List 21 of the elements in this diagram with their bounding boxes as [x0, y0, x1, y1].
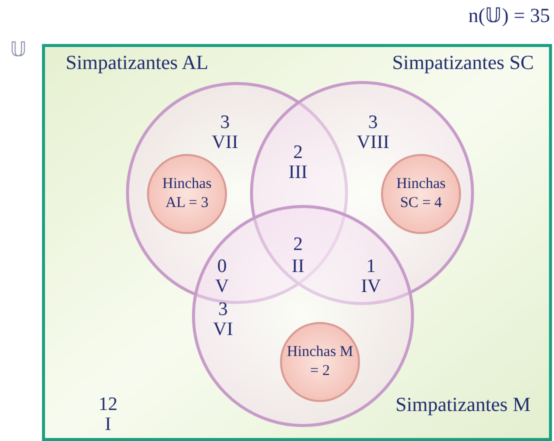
- region-label: 2: [293, 235, 303, 255]
- region-label: 3: [220, 113, 230, 133]
- region-label: 0: [217, 257, 227, 277]
- cardinality-label: n(𝕌) = 35: [468, 6, 550, 26]
- region-label: VIII: [356, 133, 390, 153]
- region-label: 3: [368, 113, 378, 133]
- set-label: Simpatizantes SC: [391, 51, 535, 76]
- region-label: VII: [212, 133, 238, 153]
- region-label: 1: [366, 257, 376, 277]
- region-label: IV: [360, 277, 382, 297]
- set-label: Simpatizantes AL: [64, 51, 210, 76]
- region-label: III: [288, 163, 308, 183]
- region-label: 12: [98, 395, 118, 415]
- region-label: VI: [212, 320, 234, 340]
- set-label: Simpatizantes M: [394, 393, 532, 418]
- region-label: V: [215, 277, 229, 297]
- region-label: II: [292, 257, 304, 277]
- universe-symbol: 𝕌: [10, 40, 27, 60]
- region-label: I: [104, 415, 112, 435]
- region-label: 2: [293, 143, 303, 163]
- region-label: 3: [218, 300, 228, 320]
